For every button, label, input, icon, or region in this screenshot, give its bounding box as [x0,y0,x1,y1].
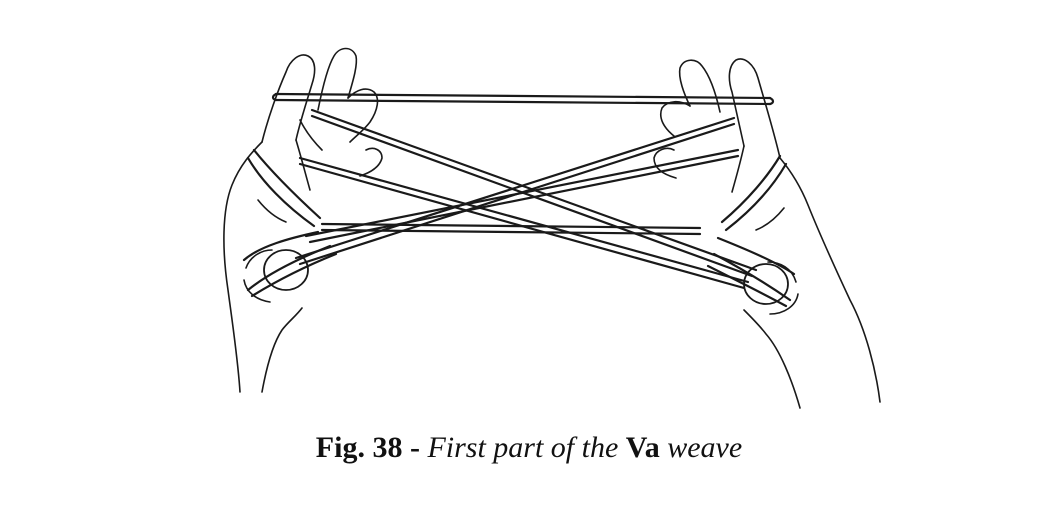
string-loops [242,92,796,308]
figure-number: Fig. 38 - [315,431,420,464]
string-figure-illustration [223,47,881,409]
caption-text-start: First part of the [427,431,619,464]
caption-emphasis: Va [625,431,660,464]
caption-text-end: weave [667,431,743,464]
figure-caption: Fig. 38 - First part of the Va weave [0,428,1058,468]
